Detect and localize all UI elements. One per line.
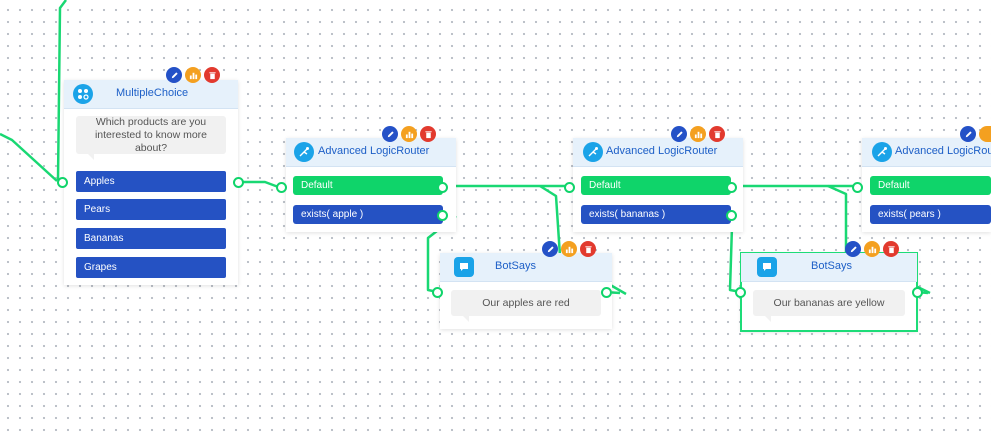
delete-icon[interactable] xyxy=(709,126,725,142)
node-header: BotSays xyxy=(440,253,612,282)
output-port[interactable] xyxy=(726,210,737,221)
logic-router-icon xyxy=(872,142,892,162)
node-header: Advanced LogicRouter xyxy=(573,138,743,167)
multiple-choice-icon xyxy=(73,84,93,104)
input-port[interactable] xyxy=(432,287,443,298)
route-default[interactable]: Default xyxy=(293,176,443,195)
output-port[interactable] xyxy=(726,182,737,193)
output-port[interactable] xyxy=(437,210,448,221)
stats-icon[interactable] xyxy=(864,241,880,257)
logic-router-node[interactable]: Advanced LogicRouter Default exists( ban… xyxy=(573,138,743,232)
message-bubble: Our bananas are yellow xyxy=(753,290,905,322)
node-header: MultipleChoice xyxy=(64,80,238,109)
choice-option[interactable]: Apples xyxy=(76,171,226,192)
bot-message-icon xyxy=(757,257,777,277)
input-port[interactable] xyxy=(735,287,746,298)
node-title: Advanced LogicRouter xyxy=(318,145,430,157)
output-port[interactable] xyxy=(233,177,244,188)
input-port[interactable] xyxy=(564,182,575,193)
stats-icon[interactable] xyxy=(979,126,991,142)
route-condition[interactable]: exists( apple ) xyxy=(293,205,443,224)
question-bubble: Which products are you interested to kno… xyxy=(76,116,226,160)
choice-option[interactable]: Pears xyxy=(76,199,226,220)
logic-router-icon xyxy=(294,142,314,162)
node-header: BotSays xyxy=(741,253,917,282)
wire-top-entry xyxy=(56,0,67,181)
message-bubble: Our apples are red xyxy=(451,290,601,322)
node-header: Advanced LogicRouter xyxy=(862,138,991,167)
input-port[interactable] xyxy=(276,182,287,193)
delete-icon[interactable] xyxy=(204,67,220,83)
output-port[interactable] xyxy=(601,287,612,298)
route-default[interactable]: Default xyxy=(870,176,991,195)
node-title: BotSays xyxy=(811,260,852,272)
node-actions xyxy=(166,67,220,83)
route-condition[interactable]: exists( bananas ) xyxy=(581,205,731,224)
node-header: Advanced LogicRouter xyxy=(286,138,456,167)
edit-icon[interactable] xyxy=(166,67,182,83)
edit-icon[interactable] xyxy=(382,126,398,142)
node-actions xyxy=(542,241,596,257)
node-actions xyxy=(671,126,725,142)
bot-message-icon xyxy=(454,257,474,277)
node-actions xyxy=(960,126,991,142)
stats-icon[interactable] xyxy=(561,241,577,257)
node-title: Advanced LogicRouter xyxy=(895,145,991,157)
choice-option[interactable]: Bananas xyxy=(76,228,226,249)
edit-icon[interactable] xyxy=(960,126,976,142)
choice-option[interactable]: Grapes xyxy=(76,257,226,278)
edit-icon[interactable] xyxy=(671,126,687,142)
delete-icon[interactable] xyxy=(580,241,596,257)
stats-icon[interactable] xyxy=(401,126,417,142)
botsays-node[interactable]: BotSays Our apples are red xyxy=(440,253,612,329)
node-title: Advanced LogicRouter xyxy=(606,145,718,157)
node-actions xyxy=(845,241,899,257)
wire-choice-to-router1 xyxy=(238,180,282,190)
delete-icon[interactable] xyxy=(883,241,899,257)
output-port[interactable] xyxy=(912,287,923,298)
multiple-choice-node[interactable]: MultipleChoice Which products are you in… xyxy=(64,80,238,285)
delete-icon[interactable] xyxy=(420,126,436,142)
wire-left-entry xyxy=(0,132,58,182)
node-actions xyxy=(382,126,436,142)
input-port[interactable] xyxy=(852,182,863,193)
input-port[interactable] xyxy=(57,177,68,188)
logic-router-node[interactable]: Advanced LogicRouter Default exists( app… xyxy=(286,138,456,232)
route-condition[interactable]: exists( pears ) xyxy=(870,205,991,224)
logic-router-icon xyxy=(583,142,603,162)
logic-router-node[interactable]: Advanced LogicRouter Default exists( pea… xyxy=(862,138,991,232)
edit-icon[interactable] xyxy=(542,241,558,257)
stats-icon[interactable] xyxy=(690,126,706,142)
edit-icon[interactable] xyxy=(845,241,861,257)
node-title: BotSays xyxy=(495,260,536,272)
route-default[interactable]: Default xyxy=(581,176,731,195)
botsays-node[interactable]: BotSays Our bananas are yellow xyxy=(740,252,918,332)
output-port[interactable] xyxy=(437,182,448,193)
node-title: MultipleChoice xyxy=(116,87,189,99)
stats-icon[interactable] xyxy=(185,67,201,83)
